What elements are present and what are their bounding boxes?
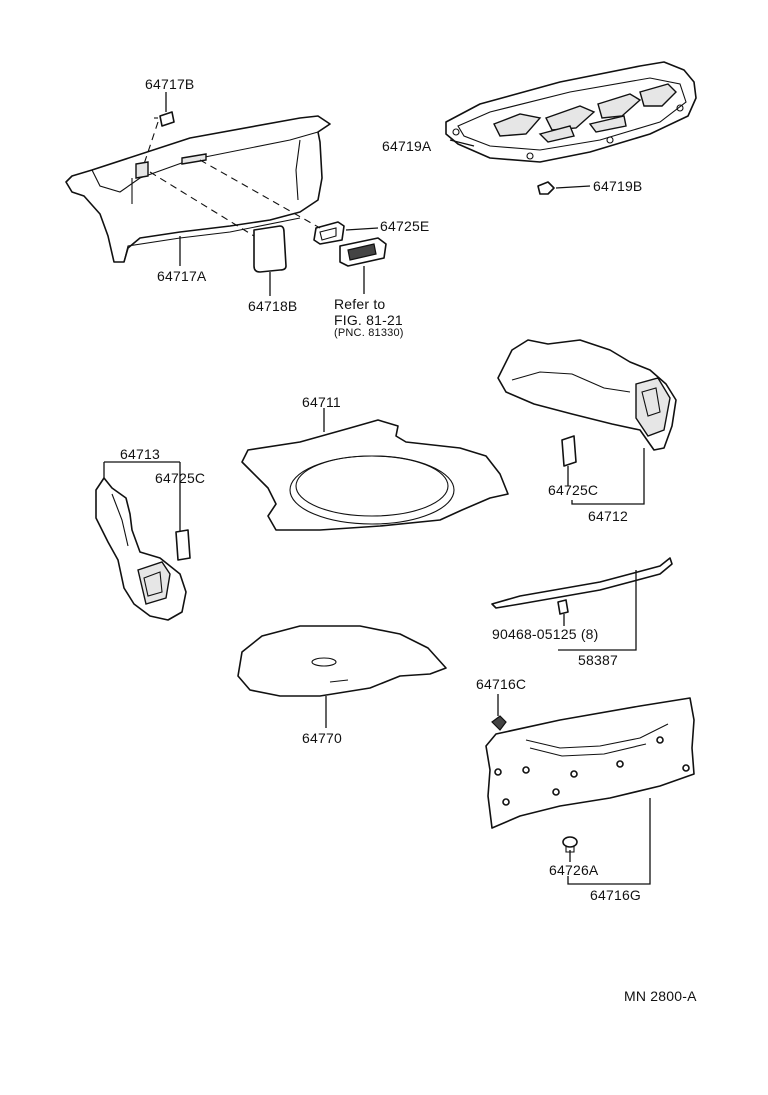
part-64712-side-trim-right — [497, 339, 677, 451]
label-fig-81-21: FIG. 81-21 — [334, 312, 403, 328]
assembly-line — [143, 121, 159, 165]
part-64725E-bezel — [313, 221, 345, 245]
label-64726A: 64726A — [549, 862, 599, 878]
label-64716G: 64716G — [590, 887, 642, 903]
part-64725C-clip-right — [561, 435, 577, 467]
part-64725C-clip-left — [175, 529, 191, 561]
label-58387: 58387 — [578, 652, 618, 668]
label-64719B: 64719B — [593, 178, 643, 194]
label-64717B: 64717B — [145, 76, 195, 92]
part-64717A-tray-trim — [65, 115, 331, 263]
label-64717A: 64717A — [157, 268, 207, 284]
part-58387-strip — [491, 557, 673, 615]
part-64719A-lid-panel — [445, 61, 697, 163]
label-64718B: 64718B — [248, 298, 298, 314]
part-64713-side-trim-left — [95, 477, 187, 621]
assembly-line — [199, 159, 321, 229]
label-64770: 64770 — [302, 730, 342, 746]
label-64725C-left: 64725C — [155, 470, 206, 486]
part-64726A-clip — [562, 836, 578, 853]
part-fig81-21-switch — [339, 237, 387, 267]
label-64725C-right: 64725C — [548, 482, 599, 498]
label-64711: 64711 — [302, 394, 341, 410]
part-64719B-clip — [537, 181, 555, 195]
label-64719A: 64719A — [382, 138, 432, 154]
figure-code: MN 2800-A — [624, 988, 697, 1004]
part-64770-mat — [237, 625, 447, 697]
part-64716G-rear-trim — [485, 697, 695, 829]
label-refer-to: Refer to — [334, 296, 386, 312]
leader-lines — [103, 92, 651, 885]
label-90468-05125: 90468-05125 (8) — [492, 626, 599, 642]
part-64711-floor-mat — [241, 419, 509, 531]
label-64713: 64713 — [120, 446, 160, 462]
label-64716C: 64716C — [476, 676, 527, 692]
label-64725E: 64725E — [380, 218, 430, 234]
assembly-line — [149, 171, 255, 237]
part-64718B-cover — [253, 225, 287, 273]
part-64716C-clip — [491, 715, 507, 731]
label-pnc-81330: (PNC. 81330) — [334, 327, 404, 339]
part-64717B-clip — [154, 111, 175, 127]
label-64712: 64712 — [588, 508, 628, 524]
